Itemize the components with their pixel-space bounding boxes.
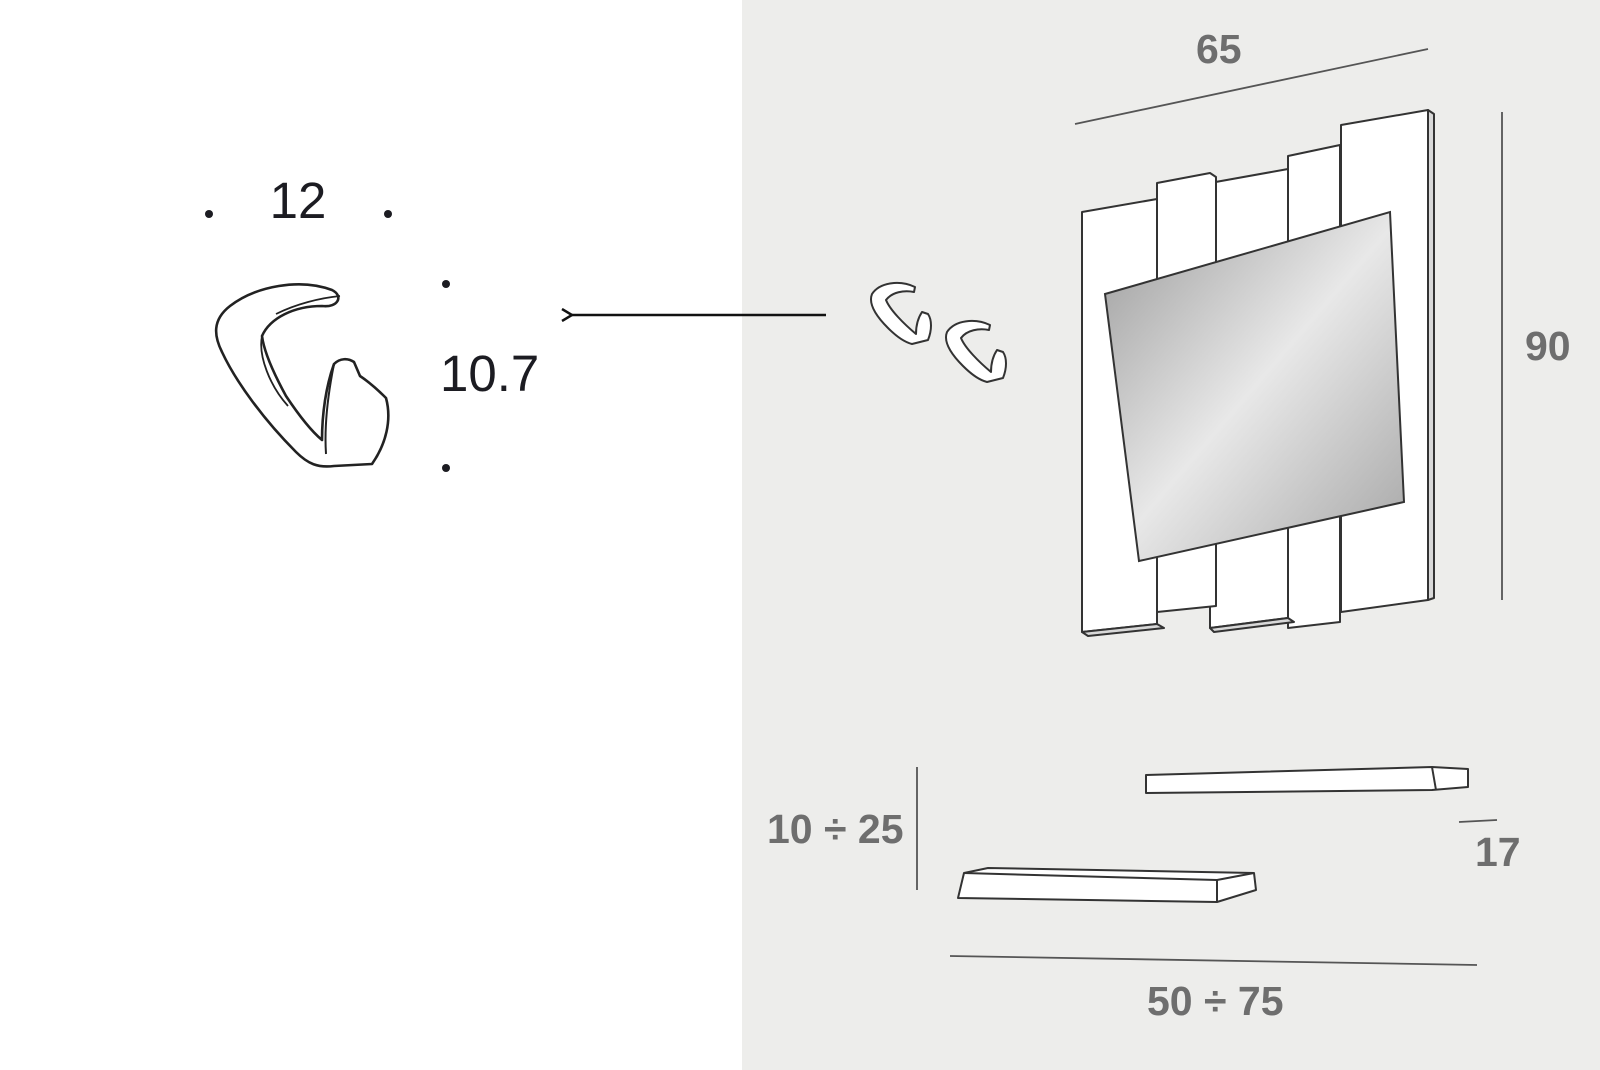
height-marker-dot <box>442 464 450 472</box>
panel-slat-side <box>1081 623 1165 637</box>
shelf-depth-label: 17 <box>1475 829 1521 875</box>
width-marker-dot <box>384 210 392 218</box>
shelf-depth-line <box>1458 819 1498 823</box>
shelf-spacing-label: 10 ÷ 25 <box>767 806 904 852</box>
upper-shelf <box>1145 766 1469 794</box>
shelf-dimension-lines <box>916 767 1498 966</box>
hook-width-label: 12 <box>270 172 327 229</box>
upper-shelf-edge <box>1431 766 1437 791</box>
lower-shelf <box>957 867 1257 903</box>
width-dimension-line <box>1074 48 1429 125</box>
shelves <box>957 766 1469 903</box>
panel-slat-side <box>1209 617 1295 633</box>
hook-icon <box>214 283 390 468</box>
width-marker-dot <box>205 210 213 218</box>
hook-detail: 12 10.7 <box>205 172 826 472</box>
mirror <box>1103 210 1406 563</box>
shelf-width-label: 50 ÷ 75 <box>1147 978 1284 1024</box>
panel-height-label: 90 <box>1525 323 1571 369</box>
panel-slat-side <box>1427 109 1435 601</box>
hook-detail-panel <box>0 0 742 1070</box>
panel-width-label: 65 <box>1196 26 1242 72</box>
hook-height-label: 10.7 <box>440 345 539 402</box>
height-marker-dot <box>442 280 450 288</box>
hook-pair-icon <box>870 281 1007 383</box>
lower-shelf-edge <box>1216 872 1255 881</box>
lower-shelf-edge <box>963 872 1218 881</box>
shelf-width-line <box>949 955 1478 966</box>
panel-dimension-lines <box>1074 48 1503 600</box>
